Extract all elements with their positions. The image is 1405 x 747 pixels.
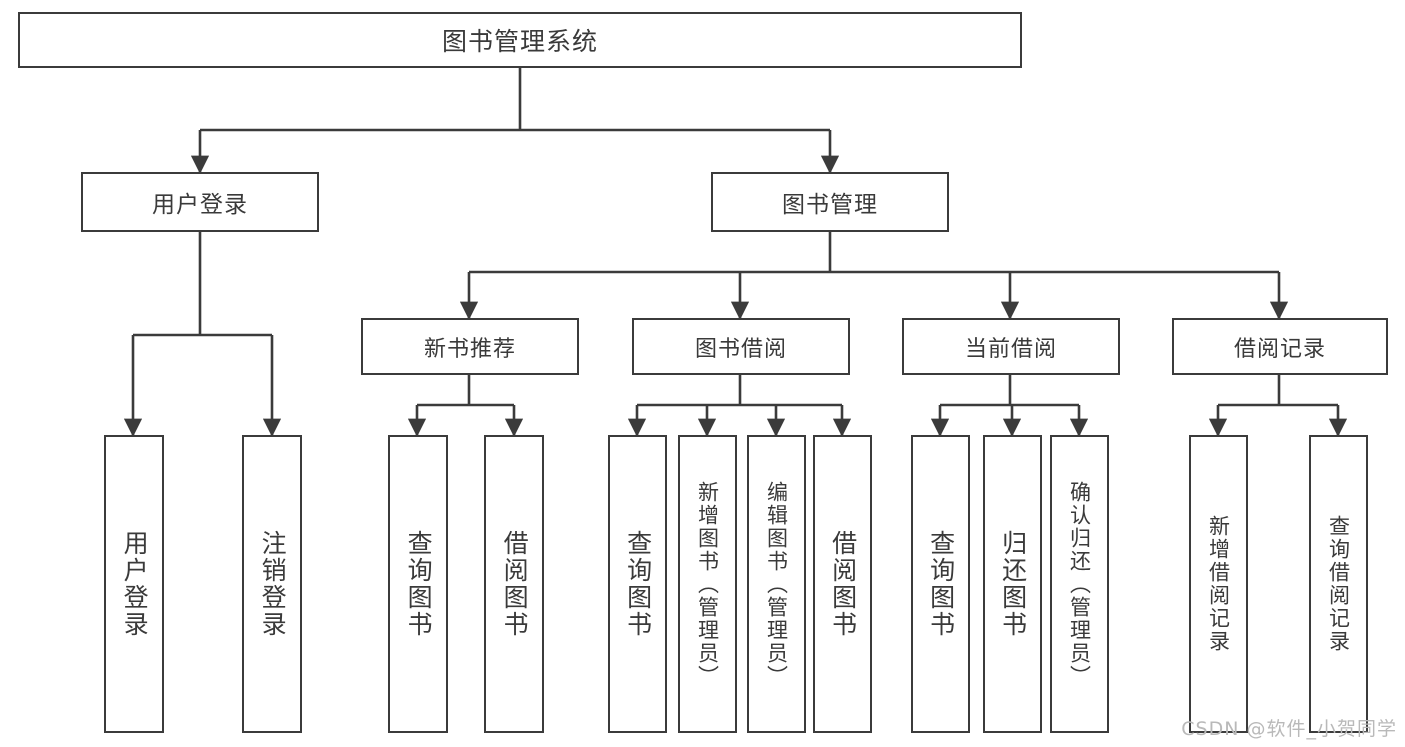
node-root-label: 图书管理系统	[441, 27, 598, 56]
node-book-manage[interactable]: 图书管理	[711, 172, 949, 232]
leaf-node-label: 归还图书	[998, 530, 1028, 638]
node-user-login-label: 用户登录	[152, 192, 248, 218]
node-borrow-record-label: 借阅记录	[1233, 336, 1326, 362]
leaf-node[interactable]: 注销登录	[242, 435, 302, 733]
leaf-node[interactable]: 查询图书	[388, 435, 448, 733]
leaf-node-label: 借阅图书	[500, 530, 530, 638]
node-book-borrow-label: 图书借阅	[694, 336, 787, 362]
node-book-borrow[interactable]: 图书借阅	[632, 318, 850, 375]
leaf-node[interactable]: 新增借阅记录	[1189, 435, 1248, 733]
node-current-borrow-label: 当前借阅	[964, 336, 1057, 362]
node-root[interactable]: 图书管理系统	[18, 12, 1022, 68]
leaf-node-label: 借阅图书	[828, 530, 858, 638]
leaf-node[interactable]: 查询借阅记录	[1309, 435, 1368, 733]
leaf-node[interactable]: 归还图书	[983, 435, 1042, 733]
leaf-node[interactable]: 用户登录	[104, 435, 164, 733]
node-current-borrow[interactable]: 当前借阅	[902, 318, 1120, 375]
leaf-node-label: 确认归还（管理员）	[1067, 480, 1092, 688]
leaf-node-label: 编辑图书（管理员）	[764, 480, 789, 688]
leaf-node[interactable]: 新增图书（管理员）	[678, 435, 737, 733]
node-new-book-recommend-label: 新书推荐	[423, 336, 516, 362]
node-book-manage-label: 图书管理	[782, 192, 878, 218]
leaf-node-label: 用户登录	[120, 530, 150, 638]
leaf-node-label: 查询图书	[623, 530, 653, 638]
leaf-node[interactable]: 借阅图书	[484, 435, 544, 733]
leaf-node-label: 查询借阅记录	[1326, 515, 1351, 653]
node-borrow-record[interactable]: 借阅记录	[1172, 318, 1388, 375]
leaf-node-label: 注销登录	[258, 530, 288, 638]
node-new-book-recommend[interactable]: 新书推荐	[361, 318, 579, 375]
leaf-node-label: 新增图书（管理员）	[695, 480, 720, 688]
leaf-node[interactable]: 查询图书	[608, 435, 667, 733]
node-user-login[interactable]: 用户登录	[81, 172, 319, 232]
leaf-node-label: 查询图书	[404, 530, 434, 638]
leaf-node[interactable]: 编辑图书（管理员）	[747, 435, 806, 733]
leaf-node[interactable]: 查询图书	[911, 435, 970, 733]
leaf-node-label: 新增借阅记录	[1206, 515, 1231, 653]
leaf-node-label: 查询图书	[926, 530, 956, 638]
leaf-node[interactable]: 借阅图书	[813, 435, 872, 733]
leaf-node[interactable]: 确认归还（管理员）	[1050, 435, 1109, 733]
watermark-label: CSDN @软件_小贺同学	[1181, 718, 1397, 740]
